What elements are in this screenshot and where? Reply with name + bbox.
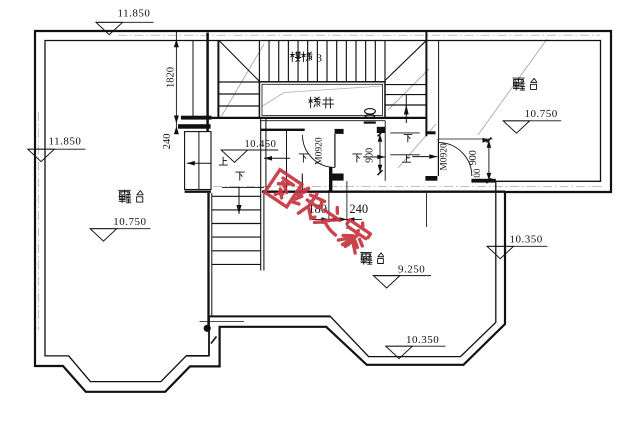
svg-text:240: 240 [349,202,368,216]
svg-text:1820: 1820 [166,67,177,88]
svg-text:10.350: 10.350 [510,233,543,245]
svg-text:10.750: 10.750 [113,216,146,228]
svg-text:10.750: 10.750 [525,108,558,120]
svg-text:11.850: 11.850 [118,8,151,20]
svg-text:900: 900 [468,150,479,165]
svg-text:11.850: 11.850 [49,136,82,148]
svg-text:10.450: 10.450 [245,139,277,150]
svg-text:100: 100 [472,168,482,182]
svg-text:10.350: 10.350 [406,334,439,346]
svg-text:240: 240 [162,134,173,150]
svg-text:3: 3 [317,53,323,65]
svg-text:M0920: M0920 [440,143,450,171]
svg-text:9.250: 9.250 [398,263,425,275]
svg-text:900: 900 [365,148,376,163]
svg-text:M0920: M0920 [315,137,325,165]
